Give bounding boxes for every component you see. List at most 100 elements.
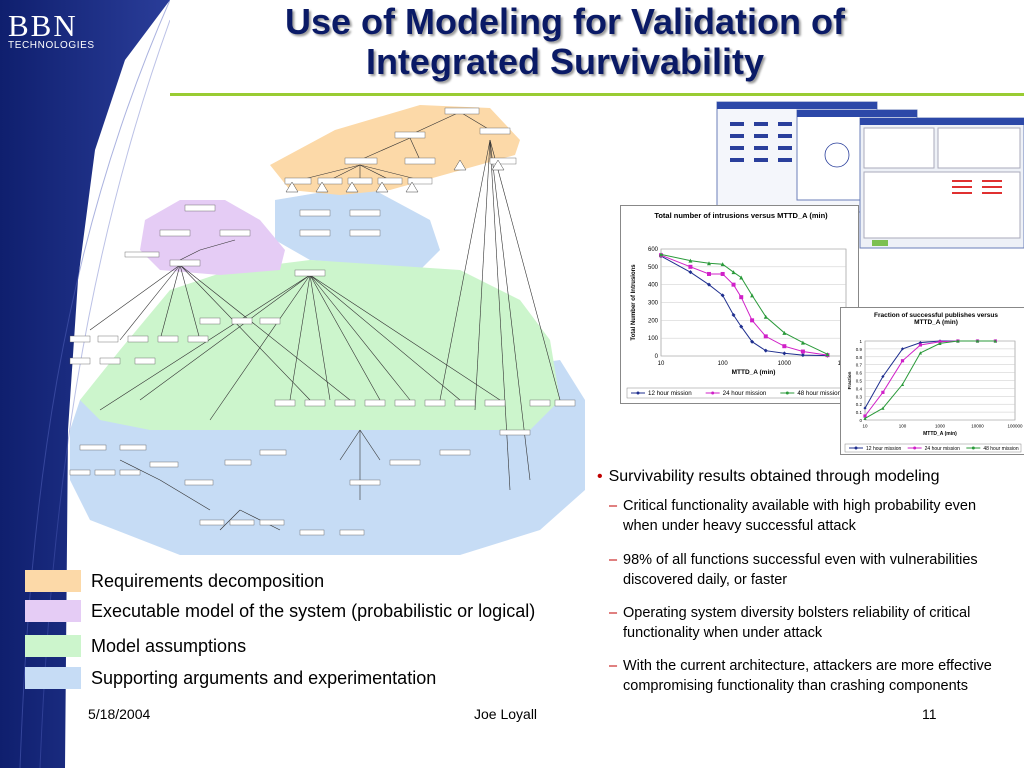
legend-swatch-executable-model	[25, 600, 81, 622]
legend-label-executable-model: Executable model of the system (probabil…	[91, 601, 536, 621]
data-point	[739, 275, 744, 280]
chart-intrusions-title: Total number of intrusions versus MTTD_A…	[654, 211, 828, 220]
dash-icon: –	[609, 658, 618, 674]
data-point	[688, 270, 693, 275]
legend-label: 24 hour mission	[925, 446, 961, 452]
sub-bullet-2-text: 98% of all functions successful even wit…	[623, 552, 978, 588]
y-tick-label: 0.4	[856, 386, 863, 391]
footer-author: Joe Loyall	[474, 706, 538, 722]
data-point	[750, 293, 755, 298]
data-point	[739, 295, 744, 300]
chart-legend	[844, 443, 1022, 453]
x-tick-label: 100	[718, 361, 729, 367]
data-point	[918, 343, 922, 347]
x-tick-label: 1000	[778, 361, 792, 367]
executable-model-region	[140, 200, 285, 275]
data-point	[720, 271, 725, 276]
x-tick-label: 10000	[971, 424, 984, 429]
logo-sub-text: TECHNOLOGIES	[8, 40, 95, 51]
data-point	[800, 353, 805, 358]
sub-bullet-2: –98% of all functions successful even wi…	[609, 550, 1013, 590]
title-rule	[170, 93, 1024, 96]
data-point	[918, 351, 922, 355]
data-point	[900, 382, 905, 387]
footer-date: 5/18/2004	[88, 706, 151, 722]
footer-page-number: 11	[922, 706, 937, 722]
legend-marker	[711, 391, 715, 395]
legend-label-model-assumptions: Model assumptions	[91, 636, 247, 656]
legend-label-supporting-arguments: Supporting arguments and experimentation	[91, 668, 437, 688]
y-tick-label: 400	[648, 283, 659, 289]
data-point	[659, 252, 663, 257]
data-point	[975, 339, 980, 343]
data-point	[731, 312, 736, 317]
dash-icon: –	[609, 605, 618, 621]
model-assumptions-region	[80, 260, 560, 430]
y-tick-label: 0.8	[856, 355, 863, 360]
y-tick-label: 0.9	[856, 347, 863, 352]
data-point	[739, 324, 744, 329]
dash-icon: –	[609, 552, 618, 568]
y-tick-label: 0.3	[856, 394, 863, 399]
legend-label: 48 hour mission	[797, 390, 841, 397]
legend-label: 48 hour mission	[983, 446, 1019, 452]
data-point	[750, 339, 755, 344]
bbn-logo: BBN TECHNOLOGIES	[8, 8, 95, 52]
legend-swatch-requirements	[25, 570, 81, 592]
y-axis-label: Fraction	[847, 371, 852, 389]
data-point	[881, 406, 885, 410]
bullet-main: • Survivability results obtained through …	[597, 466, 939, 488]
x-tick-label: 10	[658, 361, 665, 367]
legend-marker	[913, 446, 917, 450]
logo-main-text: BBN	[8, 8, 78, 43]
data-point	[782, 344, 787, 349]
sub-bullet-1-text: Critical functionality available with hi…	[623, 498, 977, 534]
legend-swatch-supporting-arguments	[25, 667, 81, 689]
screenshot-window-3	[859, 117, 1024, 249]
title-line-1: Use of Modeling for Validation of	[284, 1, 845, 42]
sub-bullet-3: –Operating system diversity bolsters rel…	[609, 603, 1013, 643]
data-point	[763, 334, 768, 339]
data-point	[800, 349, 805, 354]
x-tick-label: 1000	[935, 424, 946, 429]
legend-item-requirements: Requirements decomposition	[25, 568, 625, 592]
title-line-2: Integrated Survivability	[365, 41, 765, 82]
data-point	[782, 351, 787, 356]
legend-marker	[785, 391, 789, 395]
chart-intrusions: 010020030040050060010100100010000MTTD_A …	[626, 247, 855, 399]
legend-marker	[636, 391, 640, 395]
data-point	[706, 261, 711, 266]
data-point	[720, 293, 725, 298]
y-tick-label: 0.6	[856, 371, 863, 376]
data-point	[993, 339, 997, 343]
legend-label: 24 hour mission	[723, 390, 767, 397]
data-point	[763, 348, 768, 353]
data-point	[900, 359, 905, 363]
legend-label: 12 hour mission	[866, 446, 902, 452]
x-tick-label: 100000	[1007, 424, 1023, 429]
data-point	[750, 318, 755, 323]
data-point	[800, 340, 805, 345]
data-point	[881, 390, 885, 394]
data-point	[688, 258, 693, 263]
data-point	[938, 341, 942, 345]
legend-item-supporting-arguments: Supporting arguments and experimentation	[25, 665, 625, 689]
series-line-3	[864, 340, 996, 419]
legend-item-model-assumptions: Model assumptions	[25, 633, 625, 657]
legend-label: 12 hour mission	[648, 390, 692, 397]
survivability-argument-diagram	[69, 105, 585, 555]
y-tick-label: 0.5	[856, 379, 863, 384]
y-tick-label: 0	[655, 354, 659, 360]
data-point	[731, 270, 736, 275]
x-tick-label: 100	[899, 424, 907, 429]
data-point	[706, 271, 711, 276]
legend-marker	[971, 446, 975, 450]
data-point	[706, 282, 711, 287]
tool-screenshots	[716, 101, 1024, 249]
bullet-main-text: Survivability results obtained through m…	[608, 468, 940, 485]
data-point	[782, 330, 787, 335]
legend-label-requirements: Requirements decomposition	[91, 571, 325, 591]
bullet-dot-icon: •	[597, 468, 603, 485]
dash-icon: –	[609, 498, 618, 514]
